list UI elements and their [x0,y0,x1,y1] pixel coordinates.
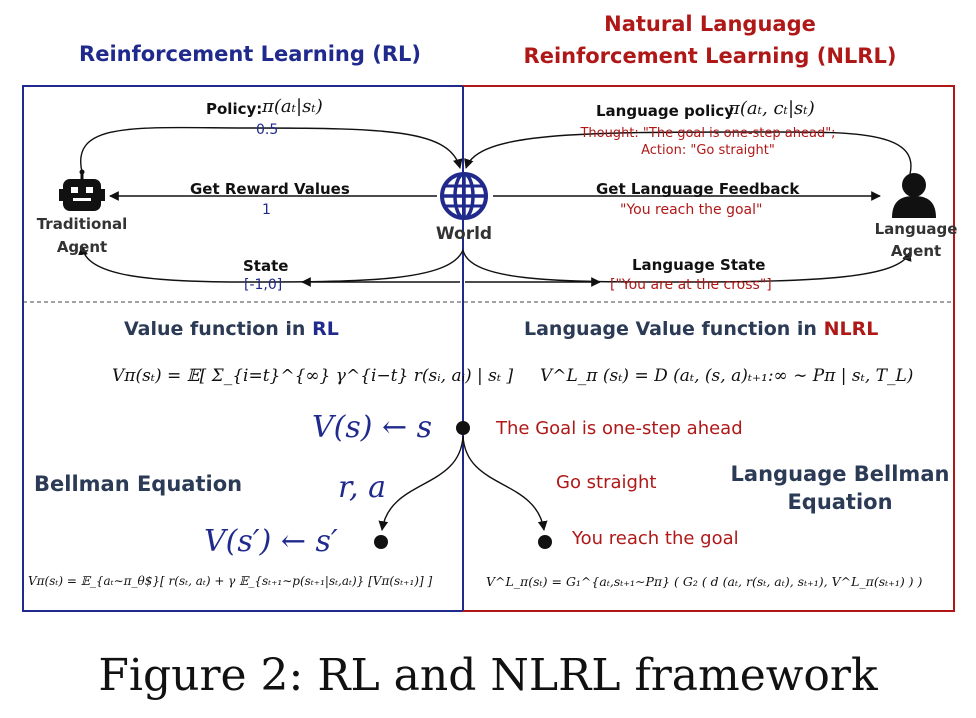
nlrl-feedback-label: Get Language Feedback [596,180,800,198]
arrow-language-state [462,249,912,283]
rl-value-function-math: Vπ(sₜ) = 𝔼[ Σ_{i=t}^{∞} γ^{i−t} r(sᵢ, aᵢ… [112,366,514,386]
nlrl-bellman-math: V^L_π(sₜ) = G₁^{aₜ,sₜ₊₁∼Pπ} ( G₂ ( d (aₜ… [486,574,923,589]
rl-reward-label: Get Reward Values [190,180,350,198]
nlrl-goal-text: The Goal is one-step ahead [496,418,743,439]
rl-value-function-prefix: Value function in [124,318,313,340]
rl-agent-line1: Traditional [36,215,128,233]
nlrl-go-straight: Go straight [556,472,657,493]
value-of-state: V(s) ← s [312,410,433,445]
arrow-to-next-state-nlrl [462,435,548,531]
rl-value-function-heading: Value function in RL [124,318,339,340]
rl-policy-label: Policy: [206,100,263,118]
nlrl-state-label: Language State [632,256,766,274]
nlrl-feedback-value: "You reach the goal" [620,202,763,218]
rl-header: Reinforcement Learning (RL) [79,42,421,66]
world-label: World [435,224,493,244]
figure-caption: Figure 2: RL and NLRL framework [98,650,878,701]
nlrl-action: Action: "Go straight" [641,143,775,158]
root-node [456,421,470,435]
arrow-agent-to-world-policy [80,126,463,173]
rl-value-function-suffix: RL [312,318,339,340]
rl-agent-line2: Agent [56,238,108,256]
robot-icon [59,169,105,211]
rl-policy-value: 0.5 [256,122,279,138]
person-icon [892,173,936,218]
globe-icon [440,172,488,220]
nlrl-value-function-math: V^L_π (sₜ) = D (aₜ, (s, a)ₜ₊₁:∞ ∼ Pπ | s… [540,366,914,386]
rl-bellman-title: Bellman Equation [34,472,243,496]
nlrl-thought: Thought: "The goal is one-step ahead"; [580,126,836,141]
arrow-world-to-agent-state [78,245,464,283]
nlrl-value-function-suffix: NLRL [823,318,879,340]
nlrl-bellman-title-line1: Language Bellman [730,462,950,486]
rl-bellman-math: Vπ(sₜ) = 𝔼_{aₜ∼π_θ$}[ r(sₜ, aₜ) + γ 𝔼_{s… [28,574,433,588]
reward-action: r, a [338,470,387,505]
nlrl-agent-line2: Agent [890,242,942,260]
nlrl-bellman-title-line2: Equation [787,490,893,514]
next-state-node-nlrl [538,535,552,549]
rl-state-label: State [243,257,289,275]
arrow-to-next-state-rl [378,435,464,531]
nlrl-state-value: ["You are at the cross"] [610,277,772,293]
nlrl-header-line1: Natural Language [604,12,816,36]
next-state-node-rl [374,535,388,549]
nlrl-policy-math: π(aₜ, cₜ|sₜ) [728,98,815,119]
nlrl-reach-goal: You reach the goal [572,528,739,549]
nlrl-policy-label: Language policy [596,102,735,120]
value-of-next-state: V(s′) ← s′ [204,524,338,559]
rl-state-value: [-1,0] [244,277,283,293]
nlrl-agent-line1: Language [874,220,958,238]
nlrl-header-line2: Reinforcement Learning (NLRL) [523,44,897,68]
nlrl-value-function-prefix: Language Value function in [524,318,824,340]
nlrl-value-function-heading: Language Value function in NLRL [524,318,878,340]
arrow-language-policy [464,131,912,175]
rl-policy-math: π(aₜ|sₜ) [262,96,323,117]
rl-reward-value: 1 [262,202,271,218]
